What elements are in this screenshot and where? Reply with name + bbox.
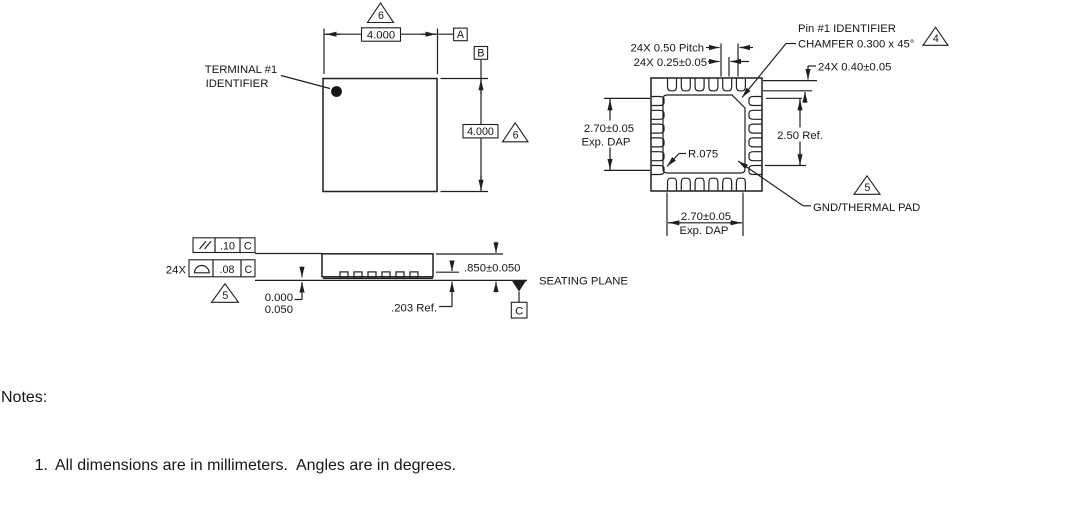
corner-radius-label: R.075: [688, 149, 718, 161]
contact-pad: [748, 123, 762, 134]
note-text: All dimensions are in millimeters. Angle…: [55, 457, 457, 475]
pad-span-ref-dimension: 2.50 Ref.: [777, 130, 823, 142]
contact-pad: [748, 95, 762, 107]
top-view: TERMINAL #1 IDENTIFIER 4.000 6 A B 4.000…: [205, 2, 530, 193]
contact-pad: [666, 177, 678, 191]
contact-pad: [666, 78, 678, 92]
profile-tolerance: .08: [220, 264, 235, 276]
terminal-identifier-label-line1: TERMINAL #1: [205, 64, 277, 76]
contact-pad: [708, 177, 719, 191]
bottom-view: 24X 0.50 Pitch 24X 0.25±0.05 Pin #1 IDEN…: [581, 23, 950, 237]
contact-pad: [722, 78, 733, 92]
datum-frame: [473, 45, 489, 60]
height-dimension: 4.000: [467, 126, 494, 138]
contact-pad: [651, 164, 665, 176]
datum-frame: [510, 301, 528, 319]
note-flag-triangle: [210, 282, 240, 303]
package-body-outline: [322, 77, 438, 193]
datum-a-label: A: [457, 29, 465, 41]
contact-pad: [708, 78, 719, 92]
thermal-pad-label: GND/THERMAL PAD: [813, 202, 920, 214]
dap-left-sublabel: Exp. DAP: [582, 137, 631, 149]
contact-pad: [680, 78, 691, 92]
width-dimension: 4.000: [367, 29, 395, 41]
note-flag-5-side: 5: [222, 290, 228, 302]
dimension-frame: [360, 27, 402, 42]
parallelism-tolerance: .10: [220, 240, 235, 252]
leader-arrow: [741, 43, 787, 98]
note-item-1: 1. All dimensions are in millimeters. An…: [1, 455, 1079, 476]
notes-section: Notes: 1. All dimensions are in millimet…: [1, 344, 1079, 519]
note-flag-6-top: 6: [378, 10, 384, 22]
leader-arrow: [666, 153, 680, 167]
standoff-min-dimension: 0.000: [265, 292, 293, 304]
note-flag-triangle: [852, 174, 882, 195]
profile-of-surface-icon: [193, 264, 210, 274]
contact-pad: [651, 123, 665, 134]
profile-qty-label: 24X: [166, 264, 187, 276]
contact-pad: [748, 151, 762, 162]
note-flag-5-right: 5: [864, 182, 870, 194]
note-flag-triangle: [501, 121, 530, 143]
side-view: .10 C 24X .08 C 5 0.000 0.050 .203 Ref.: [166, 237, 628, 319]
contact-pads: [651, 78, 762, 191]
terminal-identifier-label-line2: IDENTIFIER: [206, 78, 269, 90]
note-flag-triangle: [366, 2, 395, 24]
datum-b-label: B: [477, 47, 484, 59]
dap-left-dimension: 2.70±0.05: [584, 123, 634, 135]
note-number: 1.: [34, 457, 48, 475]
note-flag-triangle: [921, 26, 950, 46]
pin1-identifier-label-line1: Pin #1 IDENTIFIER: [798, 23, 896, 35]
pin1-identifier-label-line2: CHAMFER 0.300 x 45°: [798, 39, 914, 51]
contact-pad: [651, 95, 665, 107]
contact-pad: [651, 109, 665, 120]
contact-pad: [748, 137, 762, 148]
pad-width-dimension: 24X 0.25±0.05: [634, 57, 707, 69]
overall-height-dimension: .850±0.050: [464, 262, 520, 274]
contact-pad: [722, 177, 733, 191]
contact-pad: [680, 177, 691, 191]
note-flag-6-right: 6: [513, 130, 519, 142]
package-outline-drawing: TERMINAL #1 IDENTIFIER 4.000 6 A B 4.000…: [166, 2, 950, 319]
exposed-thermal-pad: [662, 94, 746, 174]
dap-bottom-dimension: 2.70±0.05: [681, 211, 731, 223]
contact-pad: [748, 109, 762, 120]
standoff-max-dimension: 0.050: [265, 304, 293, 316]
package-side-body: [321, 253, 434, 278]
contact-pad: [735, 177, 746, 191]
notes-heading: Notes:: [1, 388, 48, 406]
contact-pad: [651, 151, 665, 162]
contact-pad: [651, 137, 665, 148]
note-flag-4: 4: [933, 33, 939, 45]
dap-bottom-sublabel: Exp. DAP: [680, 225, 729, 237]
parallelism-icon: [199, 240, 212, 250]
datum-c-label: C: [515, 306, 523, 318]
pitch-dimension: 24X 0.50 Pitch: [631, 43, 704, 55]
dimension-frame: [462, 123, 499, 139]
parallelism-datum-ref: C: [244, 240, 252, 252]
profile-datum-ref: C: [244, 264, 252, 276]
pad-length-dimension: 24X 0.40±0.05: [818, 62, 891, 74]
contact-pad: [694, 177, 705, 191]
terminal-1-dot: [331, 86, 342, 97]
lead-thickness-ref: .203 Ref.: [391, 303, 437, 315]
contact-pad: [748, 164, 762, 176]
seating-plane-icon: [512, 280, 526, 292]
datum-frame: [453, 27, 468, 42]
terminal-leader-line: [280, 74, 331, 90]
leader-arrow: [737, 160, 804, 207]
contact-pad: [694, 78, 705, 92]
seating-plane-label: SEATING PLANE: [539, 275, 628, 287]
